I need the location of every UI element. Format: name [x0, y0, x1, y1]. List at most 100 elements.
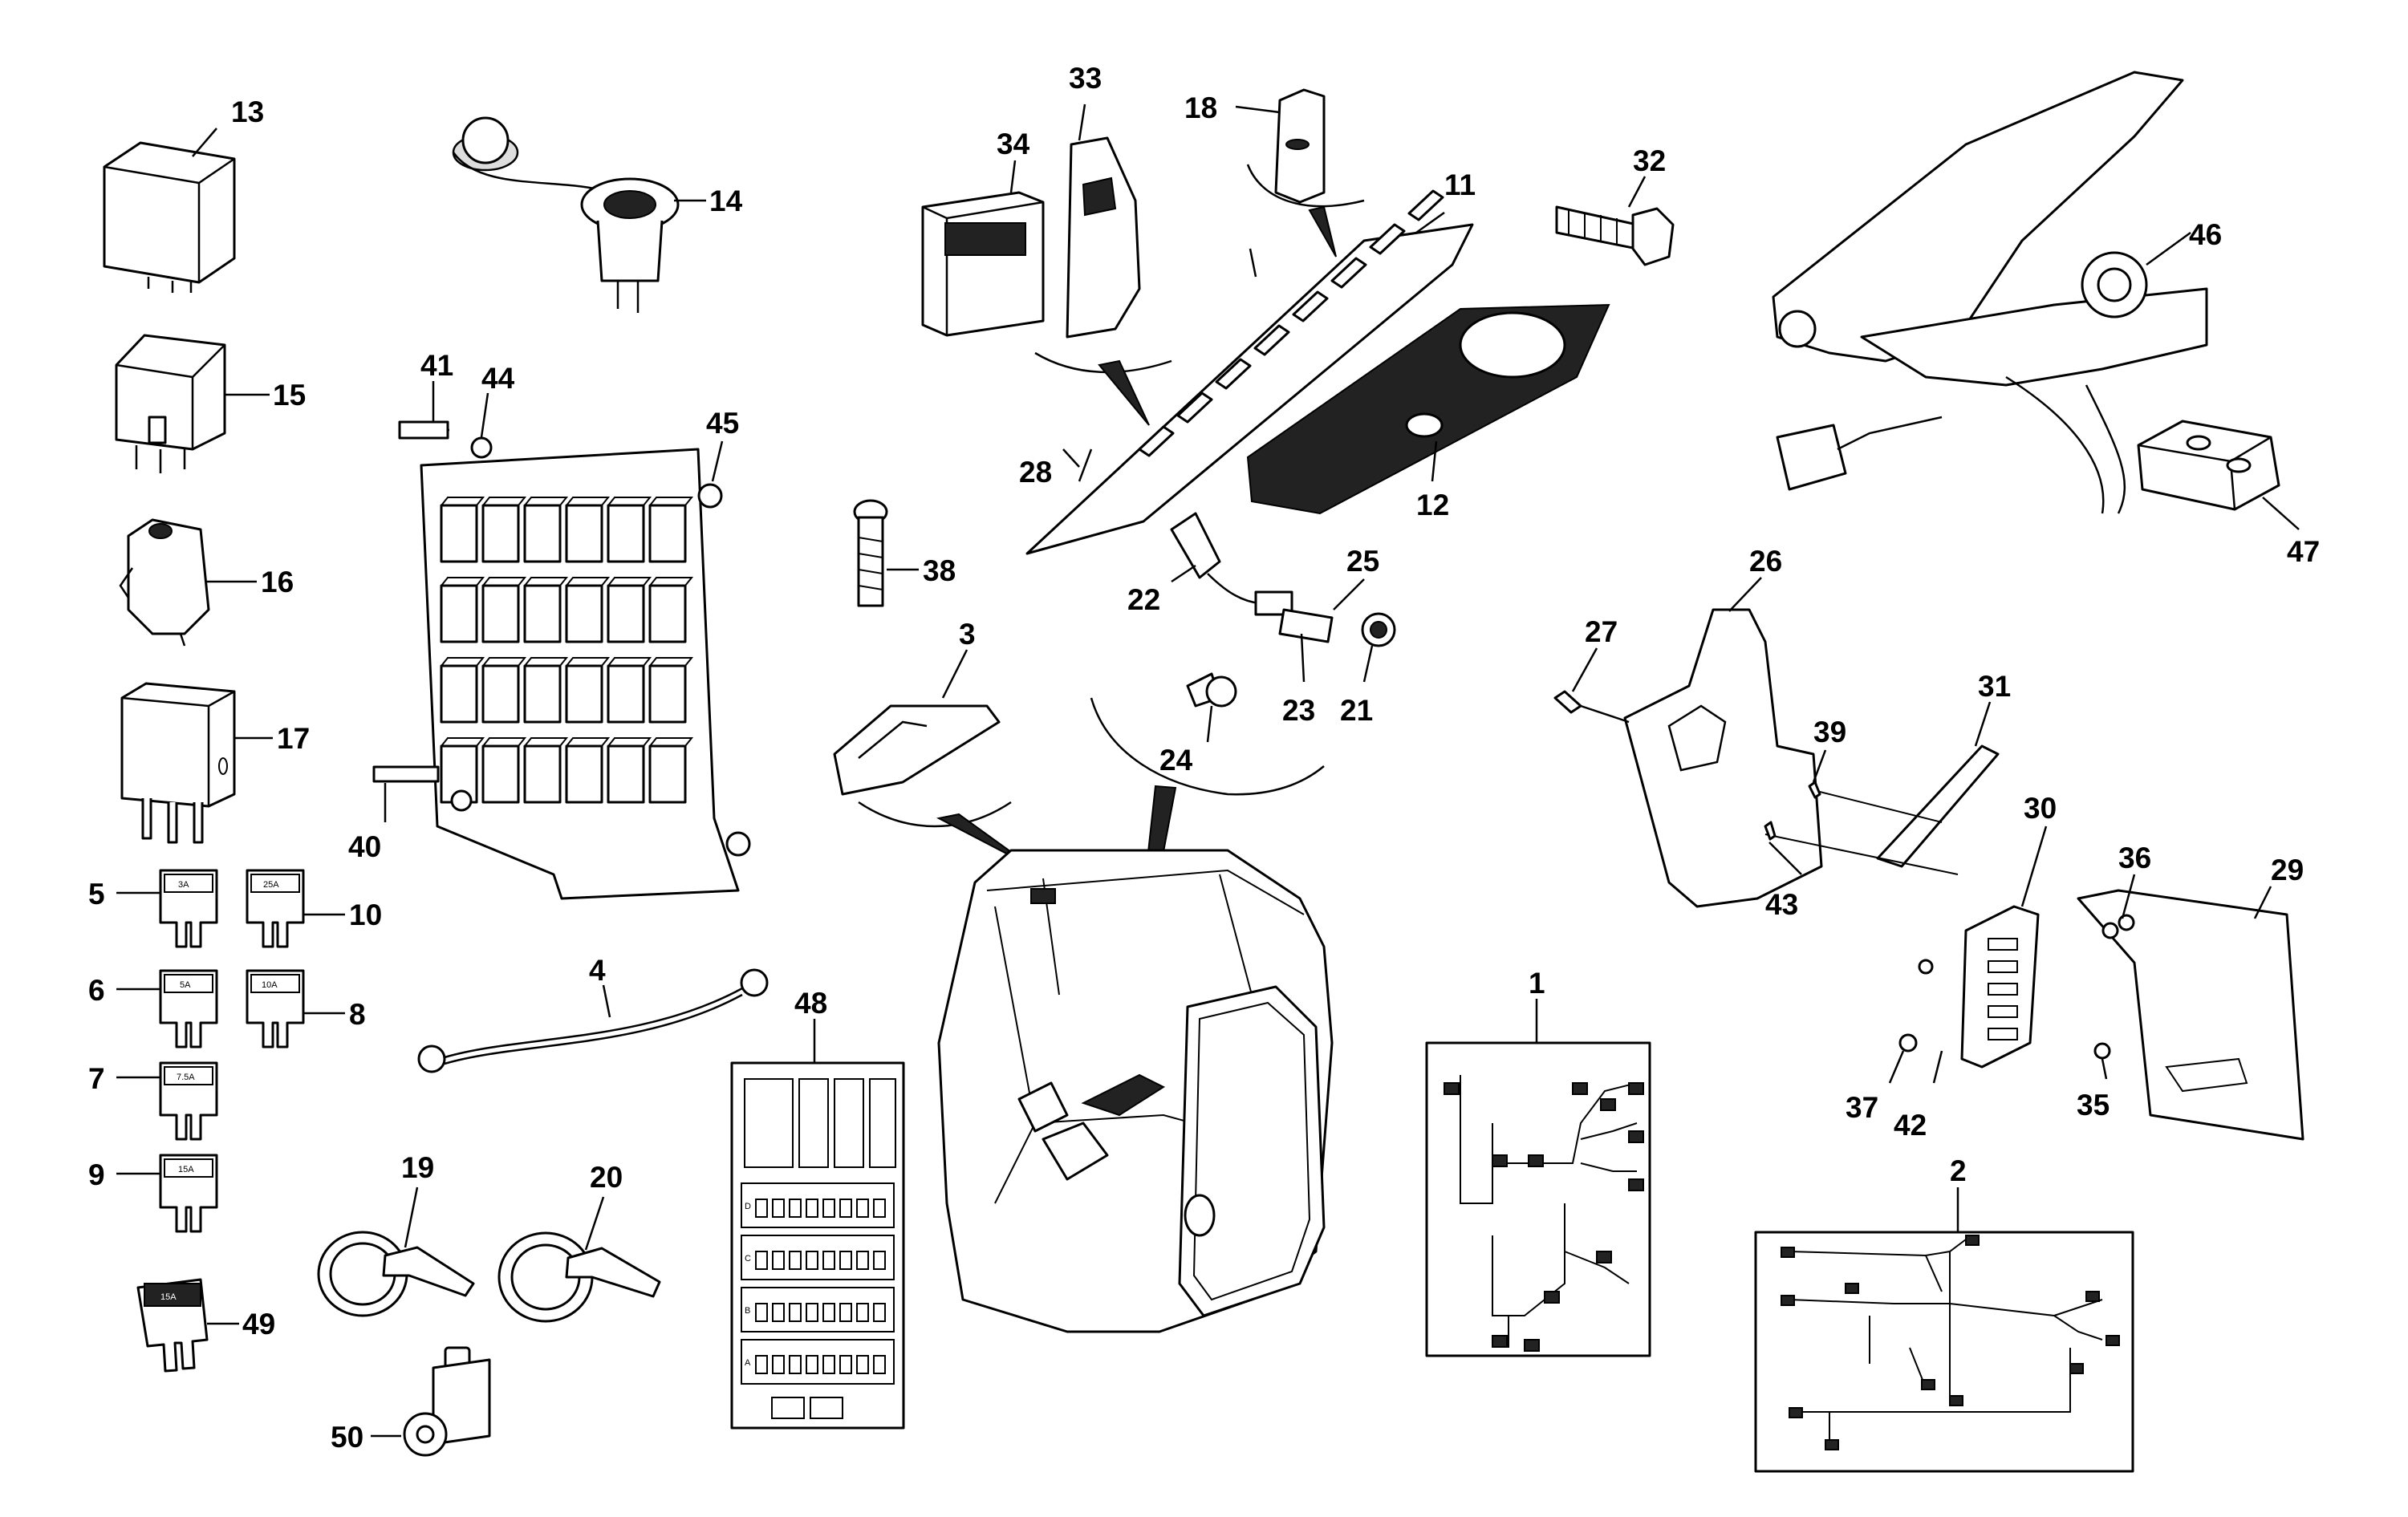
panel-slot	[1369, 223, 1406, 255]
callout-33: 33	[1069, 62, 1102, 95]
decal-fuse-slot	[755, 1303, 768, 1322]
fuse-6-rating: 5A	[180, 980, 191, 990]
relay-cell-top	[524, 497, 569, 506]
panel-slot	[1330, 257, 1367, 289]
bracket-slot	[1988, 1005, 2018, 1018]
callout-41: 41	[420, 349, 453, 382]
relay-cell-top	[649, 577, 694, 586]
callout-45: 45	[706, 407, 739, 440]
switch-18: 18	[1184, 88, 1326, 204]
decal-fuse-slot	[755, 1199, 768, 1218]
harness-1-connectors	[1444, 1082, 1644, 1352]
bracket-30-slots	[1988, 938, 2018, 1040]
cab	[937, 849, 1334, 1333]
panel-switch-slots	[1138, 189, 1444, 457]
callout-3: 3	[959, 618, 976, 651]
callout-20: 20	[590, 1161, 623, 1194]
harness-1: 1	[1425, 967, 1651, 1357]
relay-cell	[607, 504, 645, 563]
decal-row	[741, 1235, 895, 1280]
callout-34: 34	[997, 128, 1030, 160]
callout-36: 36	[2118, 842, 2151, 874]
relay-cell-top	[607, 497, 652, 506]
connector	[1628, 1082, 1644, 1095]
decal-fuse-slot	[856, 1303, 869, 1322]
decal-fuse-slot	[772, 1303, 785, 1322]
connector	[1492, 1154, 1508, 1167]
detail-pointer-1	[1098, 359, 1150, 426]
callout-28: 28	[1019, 456, 1052, 489]
decal-row-letter: A	[745, 1358, 751, 1368]
detail-pointer-2	[1308, 205, 1337, 258]
panel-slot	[1292, 290, 1329, 322]
relay-cell	[648, 504, 687, 563]
relay-cell-top	[607, 737, 652, 747]
callout-35: 35	[2077, 1089, 2110, 1122]
relay-cell	[440, 584, 478, 643]
detail-circle-4	[1090, 697, 1325, 796]
relay-cell	[648, 664, 687, 724]
callout-44: 44	[481, 362, 515, 395]
decal-fuse-slot	[789, 1251, 802, 1270]
connector	[1544, 1291, 1560, 1304]
connector	[1949, 1395, 1963, 1406]
bracket-slot	[1988, 983, 2018, 996]
relay-cell-top	[566, 497, 611, 506]
relay-cell-top	[482, 497, 527, 506]
relay-cell-top	[607, 577, 652, 586]
ground-strap-4: 4	[417, 954, 769, 1073]
fuse-5: 3A 5	[88, 869, 218, 948]
relay-cell-top	[441, 497, 485, 506]
decal-fuse-slot	[789, 1355, 802, 1374]
bracket-slot	[1988, 960, 2018, 973]
callout-1: 1	[1529, 967, 1545, 1000]
callout-9: 9	[88, 1158, 105, 1191]
callout-10: 10	[349, 898, 382, 931]
relay-cell	[523, 584, 562, 643]
decal-fuse-slot	[856, 1251, 869, 1270]
bracket-slot	[1988, 938, 2018, 951]
callout-19: 19	[401, 1151, 434, 1184]
switch-33: 33	[1066, 62, 1141, 339]
connector	[1845, 1283, 1859, 1294]
callout-32: 32	[1633, 144, 1666, 177]
fusebox-assembly: 41 44 45 40	[348, 349, 751, 900]
fuse-49-rating: 15A	[160, 1292, 177, 1302]
relay-cell	[648, 744, 687, 804]
fuse-10: 25A 10	[246, 869, 382, 948]
plate-47: 47	[2137, 420, 2320, 568]
callout-50: 50	[331, 1421, 363, 1454]
connector	[1965, 1235, 1980, 1246]
fuse-9: 15A 9	[88, 1154, 218, 1233]
fuse-6: 5A 6	[88, 969, 218, 1049]
decal-fuse-slot	[822, 1303, 835, 1322]
relay-cell-top	[566, 737, 611, 747]
relay-cell	[523, 504, 562, 563]
callout-47: 47	[2287, 535, 2320, 568]
relay-cell-top	[649, 657, 694, 667]
connector	[1825, 1439, 1839, 1450]
relay-cell-top	[441, 577, 485, 586]
callout-46: 46	[2189, 218, 2222, 251]
decal-fuse-slot	[839, 1199, 852, 1218]
decal-row-letter: B	[745, 1306, 750, 1316]
callout-39: 39	[1813, 716, 1846, 748]
relay-15: 15	[115, 334, 306, 473]
pedal-assembly-46: 46	[1772, 71, 2222, 514]
trim-piece-3: 3	[833, 618, 1001, 796]
switch-assembly: 22 25 23 21 24	[1127, 512, 1396, 777]
callout-15: 15	[273, 379, 306, 412]
relay-cell-top	[649, 497, 694, 506]
connector	[2105, 1335, 2120, 1346]
callout-11: 11	[1444, 168, 1476, 201]
decal-fuse-slot	[755, 1355, 768, 1374]
callout-8: 8	[349, 998, 366, 1031]
relay-cell	[523, 664, 562, 724]
detail-circle-3	[858, 801, 1012, 828]
connector	[1596, 1251, 1612, 1263]
relay-cell	[648, 584, 687, 643]
relay-cell-top	[566, 577, 611, 586]
clamp-50: 50	[331, 1346, 491, 1457]
